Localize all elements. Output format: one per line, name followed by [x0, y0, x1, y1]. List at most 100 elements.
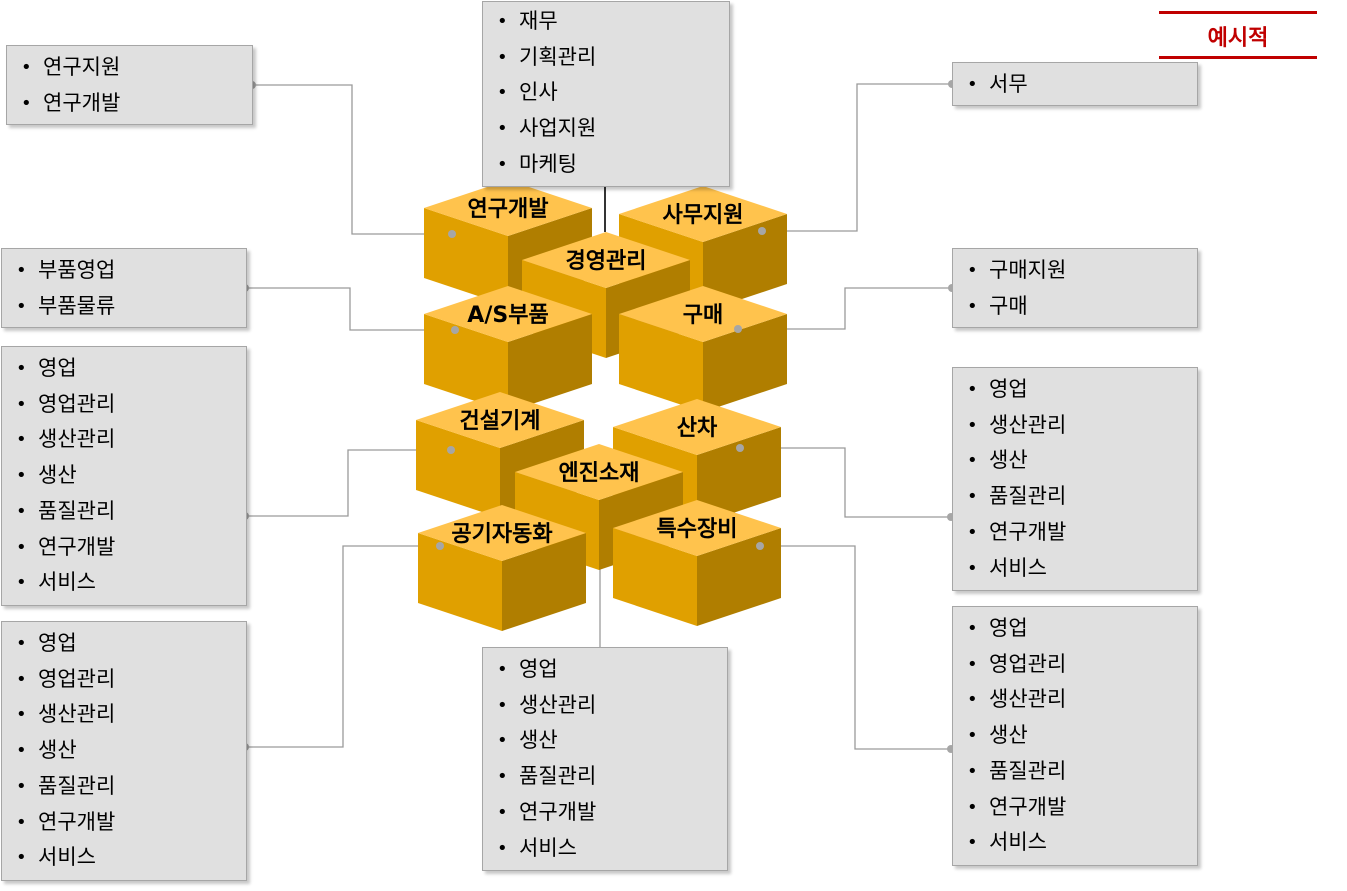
cube-top-face [515, 444, 683, 500]
cube-top-face [619, 286, 787, 342]
cube-as: A/S부품 [424, 286, 592, 412]
list-item: 품질관리 [967, 754, 1197, 790]
cube-right-face [703, 214, 787, 312]
cube-top-face [424, 286, 592, 342]
cube-top-face [613, 399, 781, 455]
cube-label-purchase: 구매 [683, 303, 723, 328]
cube-label-forklift: 산차 [677, 416, 718, 441]
list-item: 영업 [16, 351, 246, 387]
list-item: 연구개발 [967, 515, 1197, 551]
cube-label-engine: 엔진소재 [559, 461, 640, 486]
cube-label-as: A/S부품 [467, 303, 548, 328]
cube-right-face [697, 528, 781, 626]
list-item: 품질관리 [967, 479, 1197, 515]
cube-special: 특수장비 [613, 500, 781, 626]
cube-right-face [508, 314, 592, 412]
list-item: 인사 [497, 75, 729, 111]
box-engine: 영업생산관리생산품질관리연구개발서비스 [482, 647, 728, 871]
list-item: 재무 [497, 4, 729, 40]
box-forklift: 영업생산관리생산품질관리연구개발서비스 [952, 367, 1198, 591]
list-item: 구매 [967, 289, 1197, 325]
cube-top-face [522, 232, 690, 288]
cube-label-office: 사무지원 [663, 203, 744, 228]
box-office: 서무 [952, 62, 1198, 106]
list-item: 영업 [497, 652, 727, 688]
list-item: 생산 [16, 458, 246, 494]
cube-label-construction: 건설기계 [460, 409, 541, 434]
cube-label-special: 특수장비 [657, 517, 738, 542]
list-item: 생산 [967, 718, 1197, 754]
list-item: 서비스 [16, 565, 246, 601]
cube-label-mgmt: 경영관리 [566, 249, 647, 274]
list-item: 연구개발 [967, 790, 1197, 826]
list-item: 서비스 [497, 831, 727, 867]
cube-left-face [613, 528, 697, 626]
list-item: 사업지원 [497, 111, 729, 147]
cube-left-face [619, 314, 703, 412]
list-item: 생산관리 [967, 408, 1197, 444]
cube-left-face [424, 208, 508, 306]
cube-label-rnd: 연구개발 [468, 197, 549, 222]
list-item: 서비스 [16, 840, 246, 876]
dot-construction-cube [447, 446, 455, 454]
box-pneumatic: 영업영업관리생산관리생산품질관리연구개발서비스 [1, 621, 247, 881]
list-item: 생산관리 [967, 682, 1197, 718]
list-item: 부품물류 [16, 289, 246, 325]
box-parts: 부품영업부품물류 [1, 248, 247, 328]
cube-label-pneumatic: 공기자동화 [451, 522, 552, 547]
list-item: 생산 [16, 733, 246, 769]
connector-pneumatic [245, 545, 440, 748]
list-item: 품질관리 [16, 769, 246, 805]
dot-pneumatic-cube [436, 542, 444, 550]
cube-pneumatic: 공기자동화 [418, 505, 586, 631]
connector-special [760, 545, 951, 750]
list-item: 영업 [967, 372, 1197, 408]
cube-top-face [619, 186, 787, 242]
legend-label: 예시적 [1207, 26, 1269, 51]
list-item: 품질관리 [16, 494, 246, 530]
box-special: 영업영업관리생산관리생산품질관리연구개발서비스 [952, 606, 1198, 866]
cube-top-face [416, 392, 584, 448]
list-item: 생산관리 [16, 422, 246, 458]
cube-top-face [424, 180, 592, 236]
list-item: 기획관리 [497, 40, 729, 76]
list-item: 영업 [16, 626, 246, 662]
box-research: 연구지원연구개발 [6, 45, 253, 125]
cube-left-face [416, 420, 500, 518]
cube-top-face [613, 500, 781, 556]
cube-top-face [418, 505, 586, 561]
cube-purchase: 구매 [619, 286, 787, 412]
list-item: 생산 [497, 723, 727, 759]
connector-purchase [738, 287, 952, 330]
list-item: 생산 [967, 443, 1197, 479]
list-item: 서비스 [967, 551, 1197, 587]
list-item: 연구개발 [16, 530, 246, 566]
list-item: 부품영업 [16, 253, 246, 289]
box-top: 재무기획관리인사사업지원마케팅 [482, 1, 730, 187]
list-item: 마케팅 [497, 147, 729, 183]
connector-parts [245, 287, 455, 331]
list-item: 연구개발 [16, 805, 246, 841]
dot-purchase-cube [734, 325, 742, 333]
connector-office [762, 83, 952, 232]
list-item: 서비스 [967, 825, 1197, 861]
list-item: 영업 [967, 611, 1197, 647]
connector-forklift [740, 447, 951, 518]
cube-right-face [697, 427, 781, 525]
connectors [245, 83, 952, 750]
list-item: 영업관리 [16, 662, 246, 698]
cube-right-face [703, 314, 787, 412]
list-item: 영업관리 [16, 387, 246, 423]
dot-parts-cube [451, 326, 459, 334]
cube-left-face [424, 314, 508, 412]
legend: 예시적 [1159, 11, 1317, 59]
list-item: 생산관리 [16, 697, 246, 733]
list-item: 생산관리 [497, 688, 727, 724]
connector-research [252, 84, 452, 235]
list-item: 구매지원 [967, 253, 1197, 289]
dot-special-cube [756, 542, 764, 550]
dot-office-cube [758, 227, 766, 235]
